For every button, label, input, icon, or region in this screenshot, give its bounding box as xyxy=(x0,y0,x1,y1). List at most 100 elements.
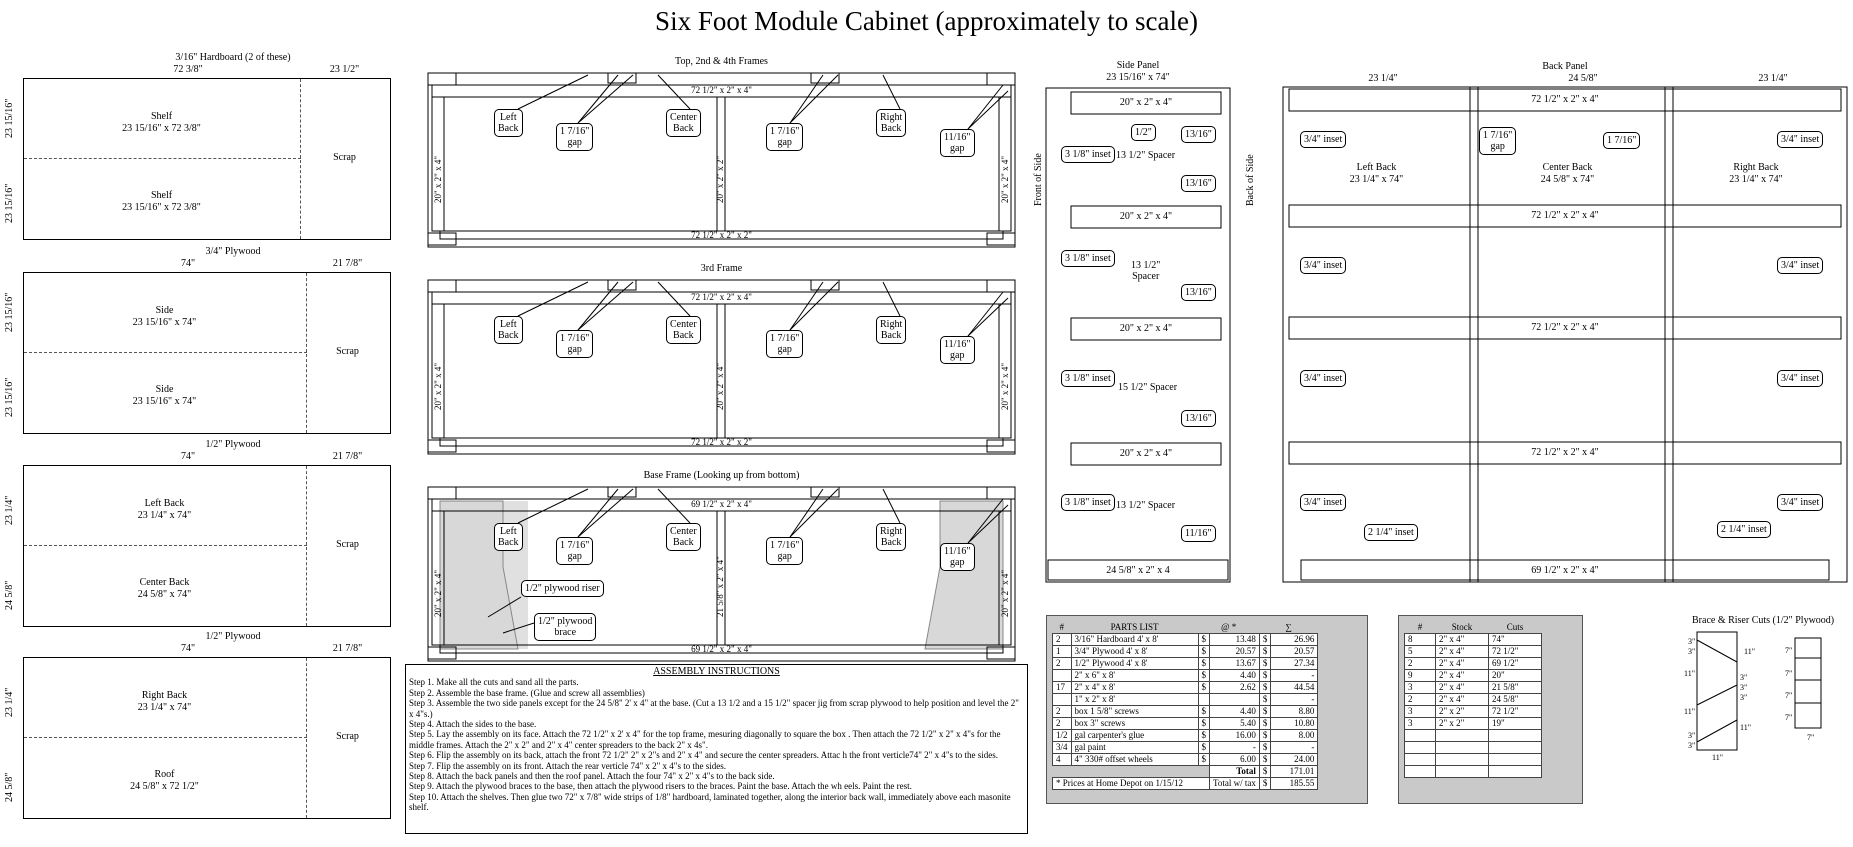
side-rail xyxy=(1070,91,1222,115)
page-title: Six Foot Module Cabinet (approximately t… xyxy=(655,6,1198,36)
table-cell: 26.96 xyxy=(1270,633,1319,646)
instruction-step: Step 10. Attach the shelves. Then glue t… xyxy=(409,791,1011,813)
table-cell xyxy=(1435,765,1489,778)
table-cell: $ xyxy=(1197,633,1210,646)
callout-half: 1/2" xyxy=(1131,124,1156,141)
frame-outline xyxy=(427,486,1016,662)
piece-dims: 23 1/4" x 74" xyxy=(137,510,192,521)
rail-label: 20" x 2" x 4" xyxy=(1119,323,1173,334)
back-title: Back Panel xyxy=(1542,61,1588,72)
leg-label: 20" x 2" x 4" xyxy=(1000,362,1010,410)
callout-pointer xyxy=(487,596,522,618)
table-cell: gal carpenter's glue xyxy=(1070,729,1199,742)
side-title: Side Panel xyxy=(1116,60,1160,71)
sheet-board xyxy=(23,78,391,240)
table-cell: $ xyxy=(1258,657,1272,670)
callout-pointer xyxy=(967,291,1004,337)
table-cell xyxy=(1404,753,1436,766)
callout-pointer xyxy=(657,74,691,110)
top-rail-label: 69 1/2" x 2" x 4" xyxy=(691,499,752,509)
table-cell: 4" 330# offset wheels xyxy=(1070,753,1199,766)
table-cell: $ xyxy=(1258,633,1272,646)
callout-pointer xyxy=(577,488,634,538)
table-cell: 20.57 xyxy=(1209,645,1260,658)
table-cell: - xyxy=(1209,741,1260,754)
table-cell: 4.40 xyxy=(1209,705,1260,718)
instruction-step: Step 3. Assemble the two side panels exc… xyxy=(409,698,1019,719)
corner-block xyxy=(986,232,1016,246)
sheet-title: 1/2" Plywood xyxy=(205,631,261,642)
callout-pointer xyxy=(517,488,589,524)
callout-gap: 1 7/16"gap xyxy=(556,537,594,565)
table-cell: 69 1/2" xyxy=(1488,657,1542,670)
callout-pointer xyxy=(789,74,839,124)
table-cell: 2 xyxy=(1404,657,1436,670)
instruction-step: Step 9. Attach the plywood braces to the… xyxy=(409,781,912,792)
front-label: Front of Side xyxy=(1033,153,1044,206)
spacer xyxy=(1053,766,1210,778)
dimension-label: 11" xyxy=(1684,669,1695,678)
table-cell: 2" x 4" xyxy=(1435,633,1489,646)
table-cell xyxy=(1435,729,1489,742)
callout-pointer xyxy=(577,281,619,331)
dimension-label: 7" xyxy=(1807,733,1815,742)
table-cell xyxy=(1404,765,1436,778)
cut-line xyxy=(24,352,307,353)
total-label: Total xyxy=(1209,765,1260,778)
table-cell: $ xyxy=(1197,681,1210,694)
side-base xyxy=(1047,559,1229,581)
back-width: 23 1/4" xyxy=(1368,73,1398,84)
callout-gap: 13/16" xyxy=(1181,175,1216,192)
piece-name: Shelf xyxy=(150,190,173,201)
piece-dims: 24 5/8" x 74" xyxy=(137,589,192,600)
table-cell: 2" x 4" xyxy=(1435,681,1489,694)
dimension-label: 11" xyxy=(1712,753,1723,762)
table-cell: 2 xyxy=(1052,717,1072,730)
spreader-label: 20" x 2" x 4" xyxy=(715,362,725,410)
instructions-title: ASSEMBLY INSTRUCTIONS xyxy=(653,666,780,677)
sheet-width: 72 3/8" xyxy=(173,64,203,75)
piece-name: Shelf xyxy=(150,111,173,122)
callout-gap2: 11/16"gap xyxy=(940,129,975,157)
callout-gap2: 11/16"gap xyxy=(940,543,975,571)
table-cell: 19" xyxy=(1488,717,1542,730)
leg-label: 20" x 2" x 4" xyxy=(433,362,443,410)
scrap-width: 21 7/8" xyxy=(332,258,363,269)
callout-pointer xyxy=(789,488,839,538)
spreader-label: 21 5/8" x 2" x 4" xyxy=(715,556,725,617)
cut-line xyxy=(24,545,307,546)
rail-label: 72 1/2" x 2" x 4" xyxy=(1531,322,1599,333)
table-cell: 13.67 xyxy=(1209,657,1260,670)
spacer-block xyxy=(607,486,637,498)
dimension-label: 3" xyxy=(1740,693,1748,702)
right-leg xyxy=(998,96,1012,232)
instruction-step: Step 8. Attach the back panels and then … xyxy=(409,771,775,782)
cut-line xyxy=(300,79,301,239)
table-cell: 2" x 4" xyxy=(1435,669,1489,682)
sheet-board xyxy=(23,657,391,819)
sheet-title: 3/4" Plywood xyxy=(205,246,261,257)
table-cell xyxy=(1052,693,1072,706)
parts-header: #PARTS LIST@ *∑ xyxy=(1053,621,1318,634)
table-cell: 24 5/8" xyxy=(1488,693,1542,706)
frame-title: Top, 2nd & 4th Frames xyxy=(675,56,768,67)
table-cell: $ xyxy=(1197,753,1210,766)
table-cell: $ xyxy=(1258,669,1272,682)
table-cell: 4 xyxy=(1052,753,1072,766)
table-cell: 24.00 xyxy=(1270,753,1319,766)
dimension-label: 3" xyxy=(1688,637,1696,646)
table-cell xyxy=(1404,729,1436,742)
table-cell: 2" x 2" xyxy=(1435,705,1489,718)
panel-dims: 23 1/4" x 74" xyxy=(1349,174,1404,185)
base-label: 69 1/2" x 2" x 4" xyxy=(1531,565,1599,576)
table-cell: 1/2" Plywood 4' x 8' xyxy=(1070,657,1199,670)
callout-gap: 1 7/16"gap xyxy=(1479,127,1517,155)
